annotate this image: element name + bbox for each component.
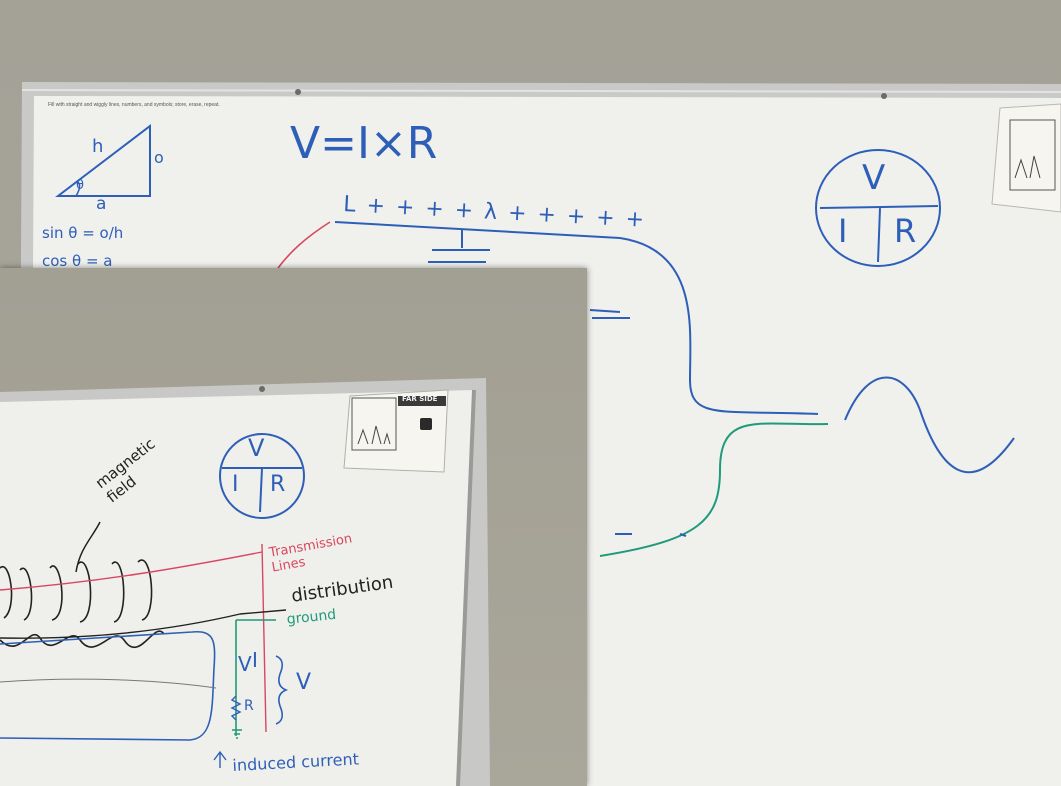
board-header: Fill with straight and wiggly lines, num… [48, 102, 220, 108]
magnet [259, 386, 265, 392]
field-pointer [75, 521, 101, 573]
wire-green [599, 422, 829, 557]
magnet [295, 89, 301, 95]
circuit-label-r: R [244, 698, 254, 714]
cartoon-paper [991, 103, 1061, 213]
vir-label-i: I [232, 472, 239, 497]
magnet [881, 93, 887, 99]
vir-circle [815, 149, 941, 267]
vir-label-i: I [838, 212, 848, 250]
arrow-up [213, 750, 227, 768]
capacitor [428, 230, 490, 263]
charge-line [334, 221, 621, 239]
resistor [230, 695, 242, 721]
circuit-label-v-left: V [238, 652, 252, 676]
vir-label-v: V [248, 434, 265, 462]
foreground-photo: V I R FAR SIDE magnetic field Transmissi… [0, 268, 587, 786]
circuit-label-v-right: V [296, 670, 312, 695]
triangle-label-o: o [154, 148, 164, 167]
triangle-angle-label: θ [76, 178, 84, 193]
triangle-label-a: a [96, 194, 107, 214]
wire-blue [619, 237, 819, 415]
induced-loop [0, 631, 216, 741]
circuit-label-i: I [252, 648, 258, 672]
cos-formula: cos θ = a [42, 252, 113, 270]
ac-sine-wave [844, 376, 1015, 474]
transmission-line [0, 551, 263, 591]
ground-symbol [232, 729, 242, 739]
vir-label-r: R [270, 472, 286, 497]
vir-circle [219, 433, 305, 519]
triangle-label-h: h [92, 136, 104, 157]
vir-label-r: R [894, 212, 917, 250]
sin-formula: sin θ = o/h [42, 224, 124, 242]
board-surface [0, 390, 474, 786]
front-whiteboard-drawing [0, 378, 490, 786]
voltage-brace [275, 655, 289, 725]
distribution-line [0, 609, 287, 639]
ohms-law-equation: V=I×R [290, 118, 438, 169]
magnetic-coils [0, 559, 165, 649]
vir-label-v: V [862, 158, 886, 198]
triangle [55, 123, 151, 197]
cartoon-title: FAR SIDE [402, 395, 438, 403]
